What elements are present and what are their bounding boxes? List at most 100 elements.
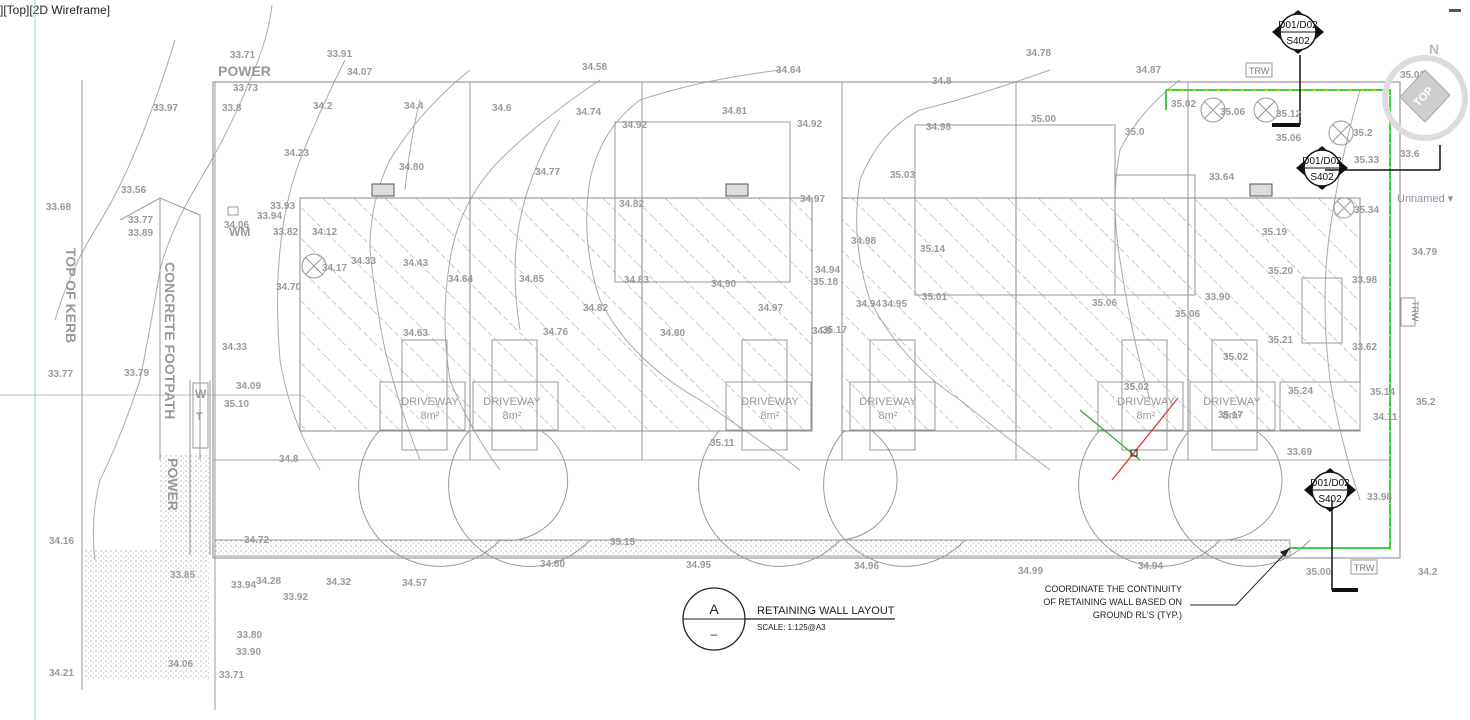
trw-tag-top: TRW xyxy=(1249,66,1270,76)
spot-level: 35.01 xyxy=(922,292,947,303)
spot-level: 34.72 xyxy=(244,535,269,546)
spot-level: 34.06 xyxy=(224,220,249,231)
spot-level: 33.69 xyxy=(1287,447,1312,458)
viewcube-north[interactable]: N xyxy=(1429,41,1439,57)
spot-level: 35.10 xyxy=(224,399,249,410)
viewport-minimize-button[interactable] xyxy=(1449,9,1461,12)
trw-tag-bottom: TRW xyxy=(1354,563,1375,573)
spot-level: 34.78 xyxy=(1026,48,1051,59)
driveway-label: DRIVEWAY xyxy=(741,396,799,408)
spot-level: 34.76 xyxy=(543,327,568,338)
driveway-area: 8m² xyxy=(879,410,898,422)
spot-level: 33.98 xyxy=(1352,275,1377,286)
spot-level: 34.8 xyxy=(812,326,832,337)
driveway-label: DRIVEWAY xyxy=(401,396,459,408)
spot-level: 33.94 xyxy=(257,211,282,222)
spot-level: 33.73 xyxy=(233,83,258,94)
driveway-area: 8m² xyxy=(421,410,440,422)
spot-level: 34.12 xyxy=(312,227,337,238)
spot-level: 35.12 xyxy=(1276,109,1301,120)
spot-level: 35.15 xyxy=(610,537,635,548)
spot-level: 34.90 xyxy=(711,279,736,290)
spot-level: 33.93 xyxy=(270,201,295,212)
spot-level: 34.28 xyxy=(256,576,281,587)
spot-level: 33.71 xyxy=(219,670,244,681)
spot-level: 35.06 xyxy=(1220,107,1245,118)
spot-level: 34.23 xyxy=(284,148,309,159)
spot-level: 34.16 xyxy=(49,536,74,547)
spot-level: 34.97 xyxy=(758,303,783,314)
spot-level: 35.0 xyxy=(1125,127,1145,138)
title-sub: – xyxy=(711,627,718,641)
spot-level: 34.82 xyxy=(583,303,608,314)
driveway-label: DRIVEWAY xyxy=(483,396,541,408)
spot-level: 34.64 xyxy=(448,274,473,285)
retaining-wall-note: COORDINATE THE CONTINUITY OF RETAINING W… xyxy=(1043,584,1182,620)
spot-level: 33.6 xyxy=(1400,149,1420,160)
spot-level: 35.18 xyxy=(813,277,838,288)
spot-level: 35.2 xyxy=(1353,128,1373,139)
spot-level: 35.06 xyxy=(1175,309,1200,320)
trw-tag-right: TRW xyxy=(1410,301,1420,322)
viewcube[interactable]: N W TOP xyxy=(1366,40,1470,180)
spot-level: 35.17 xyxy=(1218,410,1243,421)
spot-level: 34.83 xyxy=(624,275,649,286)
driveway-area: 8m² xyxy=(761,410,780,422)
spot-level: 34.57 xyxy=(402,578,427,589)
spot-level: 34.09 xyxy=(236,381,261,392)
spot-level: 34.80 xyxy=(540,559,565,570)
section-marker-bottom: S402 xyxy=(1286,36,1310,47)
section-marker-top: D01/D02 xyxy=(1278,20,1318,31)
spot-level: 35.01 xyxy=(1400,70,1425,81)
spot-level: 34.99 xyxy=(1018,566,1043,577)
spot-level: 34.8 xyxy=(932,76,952,87)
viewset-dropdown[interactable]: Unnamed ▾ xyxy=(1397,192,1463,207)
spot-level: 34.77 xyxy=(535,167,560,178)
spot-level: 34.8 xyxy=(279,454,299,465)
spot-level: 34.07 xyxy=(347,67,372,78)
spot-level: 34.32 xyxy=(326,577,351,588)
spot-level: 33.79 xyxy=(124,368,149,379)
spot-level: 33.85 xyxy=(170,570,195,581)
cursor-crosshair xyxy=(1079,397,1179,481)
spot-level: 33.68 xyxy=(46,202,71,213)
note-line-2: OF RETAINING WALL BASED ON xyxy=(1043,597,1182,607)
title-label: RETAINING WALL LAYOUT xyxy=(757,605,895,617)
spot-level: 34.92 xyxy=(797,119,822,130)
spot-level: 33.92 xyxy=(283,592,308,603)
spot-level: 34.98 xyxy=(926,122,951,133)
driveway-area: 8m² xyxy=(1223,410,1242,422)
spot-level: 34.94 xyxy=(815,265,840,276)
spot-level: 35.21 xyxy=(1268,335,1293,346)
viewport-label[interactable]: ][Top][2D Wireframe] xyxy=(0,3,111,17)
spot-level: 35.33 xyxy=(1354,155,1379,166)
spot-level: 35.03 xyxy=(890,170,915,181)
spot-level: 33.98 xyxy=(1367,492,1392,503)
spot-level: 34.2 xyxy=(313,101,333,112)
driveway-label: DRIVEWAY xyxy=(1203,396,1261,408)
spot-level: 35.19 xyxy=(1262,227,1287,238)
spot-level: 34.94 xyxy=(856,299,881,310)
driveway-labels: DRIVEWAY 8m² DRIVEWAY 8m² DRIVEWAY 8m² DRIVEWA… xyxy=(401,396,1261,422)
viewset-label: Unnamed xyxy=(1397,193,1445,205)
spot-level: 35.2 xyxy=(1416,397,1436,408)
spot-level: 33.94 xyxy=(231,580,256,591)
kerb-label: TOP OF KERB xyxy=(63,248,79,343)
spot-level: 34.87 xyxy=(1136,65,1161,76)
spot-level: 35.02 xyxy=(1223,352,1248,363)
spot-level: 34.95 xyxy=(686,560,711,571)
section-marker-top: D01/D02 xyxy=(1302,156,1342,167)
power-tag-top: POWER xyxy=(218,63,271,79)
spot-level: 34.82 xyxy=(619,199,644,210)
note-line-1: COORDINATE THE CONTINUITY xyxy=(1045,584,1182,594)
spot-level: 33.71 xyxy=(230,50,255,61)
wm-tag: WM xyxy=(229,225,250,239)
spot-level: 33.89 xyxy=(128,228,153,239)
spot-level: 35.00 xyxy=(1031,114,1056,125)
building-footprints xyxy=(299,197,1361,432)
